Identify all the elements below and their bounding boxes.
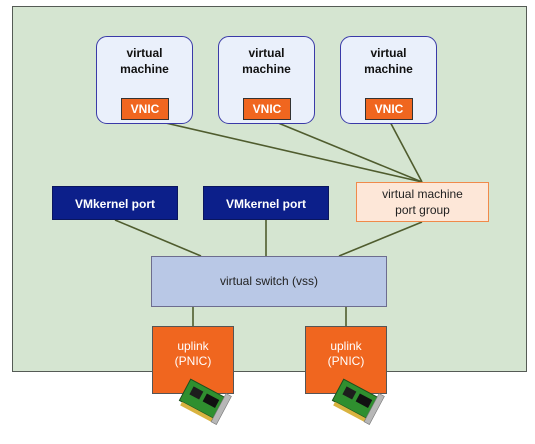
vnic[interactable]: VNIC	[365, 98, 413, 120]
port-group-link	[338, 221, 423, 257]
uplink-label: uplink (PNIC)	[174, 339, 212, 368]
uplink-label: uplink (PNIC)	[327, 339, 365, 368]
vm-label: virtual machine	[364, 46, 413, 76]
network-card-icon	[331, 378, 385, 425]
virtual-machine-2[interactable]: virtual machine VNIC	[218, 36, 315, 124]
network-card-icon	[178, 378, 232, 425]
vmkernel-port-1[interactable]: VMkernel port	[52, 186, 178, 220]
virtual-machine-3[interactable]: virtual machine VNIC	[340, 36, 437, 124]
vnic[interactable]: VNIC	[243, 98, 291, 120]
uplink-1[interactable]: uplink (PNIC)	[152, 326, 234, 394]
virtual-machine-1[interactable]: virtual machine VNIC	[96, 36, 193, 124]
vm-label: virtual machine	[120, 46, 169, 76]
vm-port-group[interactable]: virtual machine port group	[356, 182, 489, 222]
virtual-switch[interactable]: virtual switch (vss)	[151, 256, 387, 307]
vnic-2-link	[265, 117, 423, 183]
vnic[interactable]: VNIC	[121, 98, 169, 120]
vnic-3-link	[387, 117, 423, 183]
vmkernel-1-link	[114, 219, 202, 257]
vnic-1-link	[143, 117, 423, 183]
vm-label: virtual machine	[242, 46, 291, 76]
vmkernel-port-2[interactable]: VMkernel port	[203, 186, 329, 220]
